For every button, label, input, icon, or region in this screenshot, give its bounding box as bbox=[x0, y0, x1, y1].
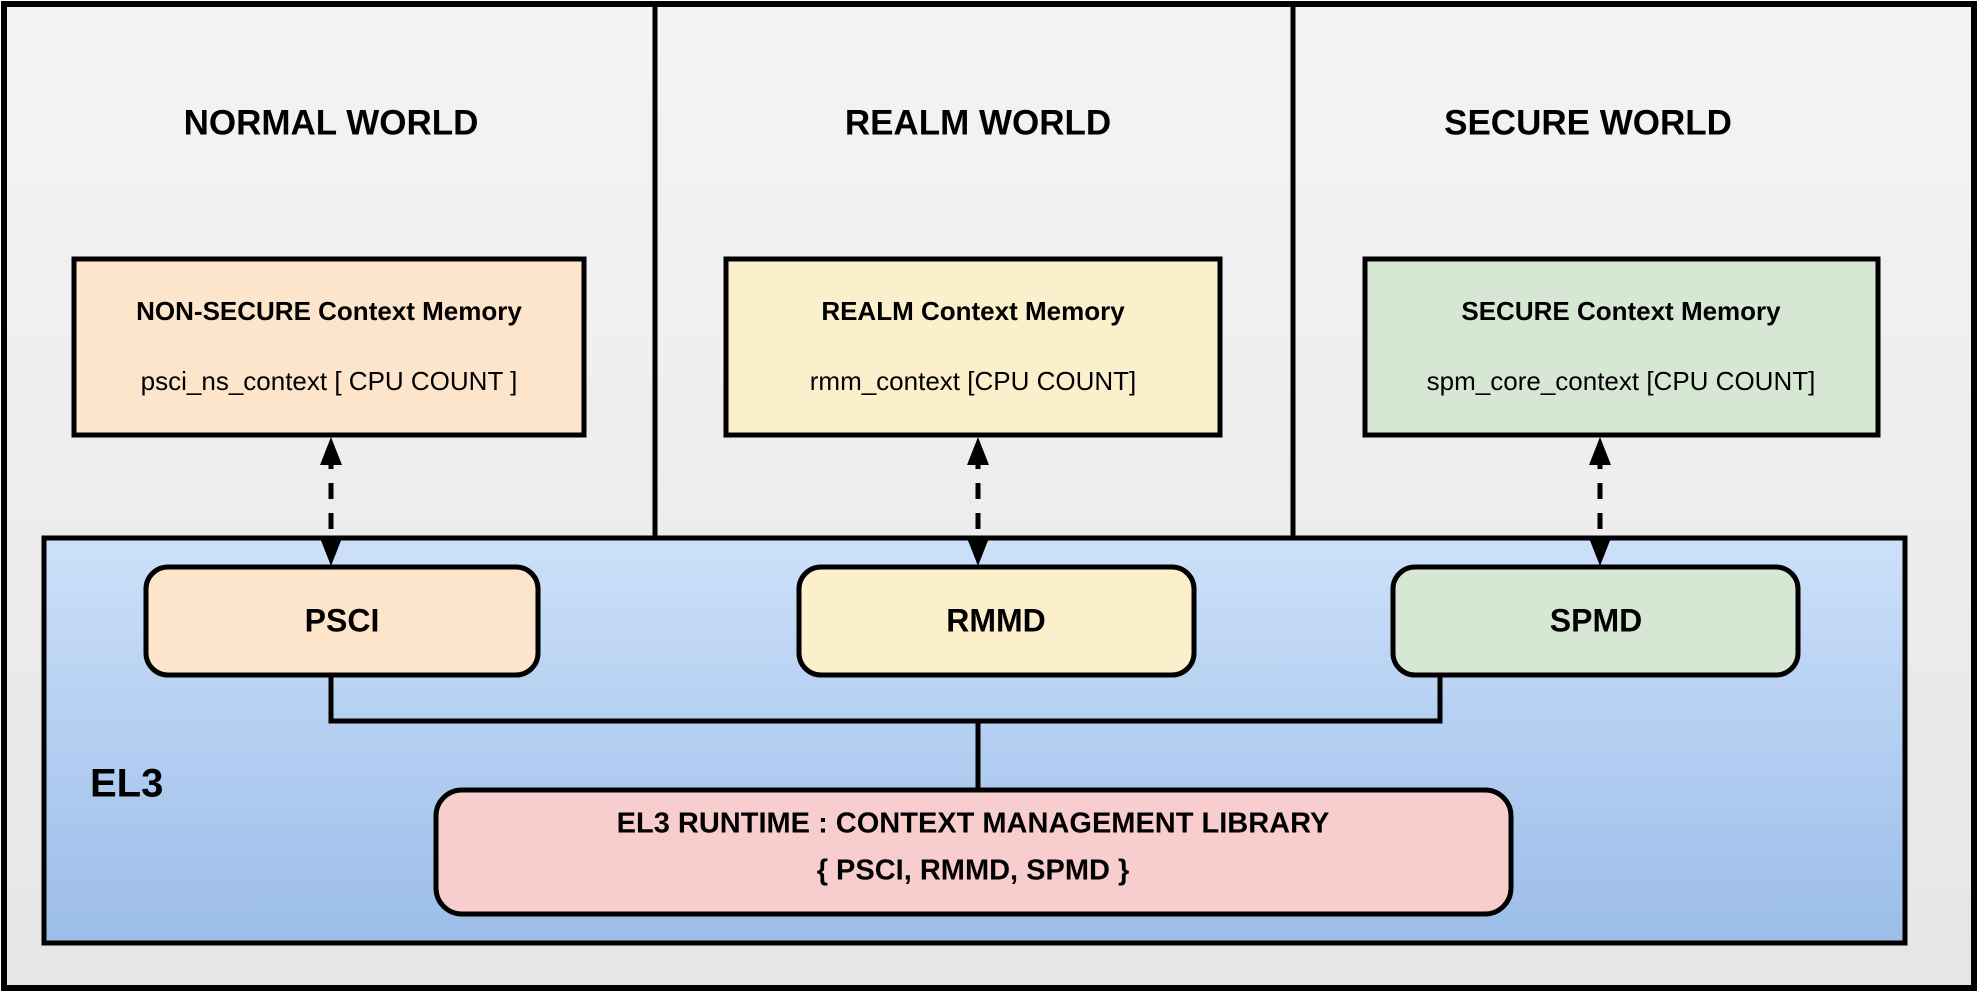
memory-box-secure-subtitle: spm_core_context [CPU COUNT] bbox=[1427, 366, 1816, 396]
dispatcher-spmd-label: SPMD bbox=[1550, 602, 1642, 638]
memory-box-non-secure[interactable] bbox=[71, 256, 587, 438]
memory-box-realm-subtitle: rmm_context [CPU COUNT] bbox=[810, 366, 1137, 396]
memory-box-secure[interactable] bbox=[1362, 256, 1881, 438]
arrowhead-down-secure bbox=[1589, 538, 1611, 566]
arrowhead-up-realm bbox=[967, 437, 989, 465]
arrowhead-down-normal bbox=[320, 538, 342, 566]
link-realm-rmmd bbox=[967, 437, 989, 566]
el3-runtime-library-box[interactable] bbox=[433, 787, 1514, 917]
el3-runtime-library-line1: EL3 RUNTIME : CONTEXT MANAGEMENT LIBRARY bbox=[617, 808, 1330, 840]
memory-box-non-secure-subtitle: psci_ns_context [ CPU COUNT ] bbox=[141, 366, 518, 396]
arrowhead-up-secure bbox=[1589, 437, 1611, 465]
dispatcher-psci[interactable] bbox=[143, 564, 541, 678]
world-title-normal: NORMAL WORLD bbox=[184, 103, 479, 142]
memory-box-realm[interactable] bbox=[723, 256, 1223, 438]
memory-box-secure-title: SECURE Context Memory bbox=[1461, 296, 1781, 326]
dispatcher-spmd[interactable] bbox=[1390, 564, 1801, 678]
el3-panel-label: EL3 bbox=[90, 762, 163, 806]
dispatcher-rmmd-label: RMMD bbox=[946, 602, 1046, 638]
memory-box-non-secure-title: NON-SECURE Context Memory bbox=[136, 296, 522, 326]
arrowhead-down-realm bbox=[967, 538, 989, 566]
link-non-secure-psci bbox=[320, 437, 342, 566]
link-secure-spmd bbox=[1589, 437, 1611, 566]
dispatcher-connector-bus bbox=[328, 675, 1443, 790]
el3-runtime-library-line2: { PSCI, RMMD, SPMD } bbox=[817, 855, 1130, 887]
world-title-realm: REALM WORLD bbox=[845, 103, 1111, 142]
arrowhead-up-normal bbox=[320, 437, 342, 465]
world-title-secure: SECURE WORLD bbox=[1444, 103, 1732, 142]
dispatcher-psci-label: PSCI bbox=[305, 602, 380, 638]
dispatcher-rmmd[interactable] bbox=[796, 564, 1197, 678]
memory-box-realm-title: REALM Context Memory bbox=[821, 296, 1125, 326]
